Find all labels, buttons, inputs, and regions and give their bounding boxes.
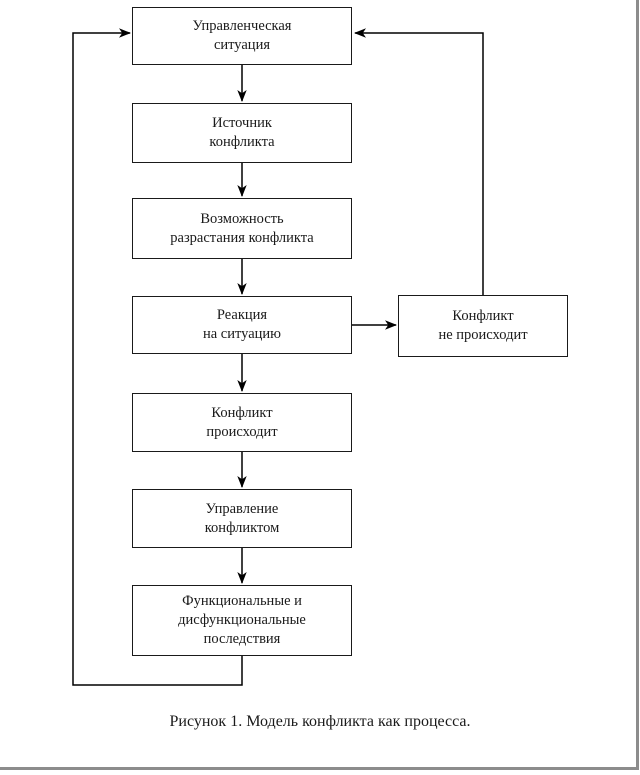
page-edge-right: [636, 0, 639, 770]
flowchart-box-consequences: Функциональные и дисфункциональные после…: [132, 585, 352, 656]
box-label-situation-reaction: Реакция на ситуацию: [202, 307, 281, 342]
page-edge-bottom: [0, 767, 639, 770]
flowchart-box-conflict-occurs: Конфликт происходит: [132, 393, 352, 452]
flowchart-box-conflict-escalation-possibility: Возможность разрастания конфликта: [132, 198, 352, 259]
figure-caption: Рисунок 1. Модель конфликта как процесса…: [169, 713, 471, 730]
box-label-consequences: Функциональные и дисфункциональные после…: [178, 593, 306, 647]
flowchart-box-conflict-management: Управление конфликтом: [132, 489, 352, 548]
box-label-conflict-escalation-possibility: Возможность разрастания конфликта: [170, 210, 314, 246]
box-label-conflict-management: Управление конфликтом: [204, 500, 280, 536]
flowchart-box-situation-reaction: Реакция на ситуацию: [132, 296, 352, 354]
feedback-loop-not-occur-to-situation: [354, 28, 484, 295]
box-label-conflict-does-not-occur: Конфликт не происходит: [438, 308, 528, 343]
box-label-conflict-occurs: Конфликт происходит: [206, 404, 278, 440]
flowchart-box-conflict-source: Источник конфликта: [132, 103, 352, 163]
flowchart-box-management-situation: Управленческая ситуация: [132, 7, 352, 65]
box-label-conflict-source: Источник конфликта: [209, 115, 275, 150]
box-label-management-situation: Управленческая ситуация: [192, 18, 292, 53]
flowchart-box-conflict-does-not-occur: Конфликт не происходит: [398, 295, 568, 357]
